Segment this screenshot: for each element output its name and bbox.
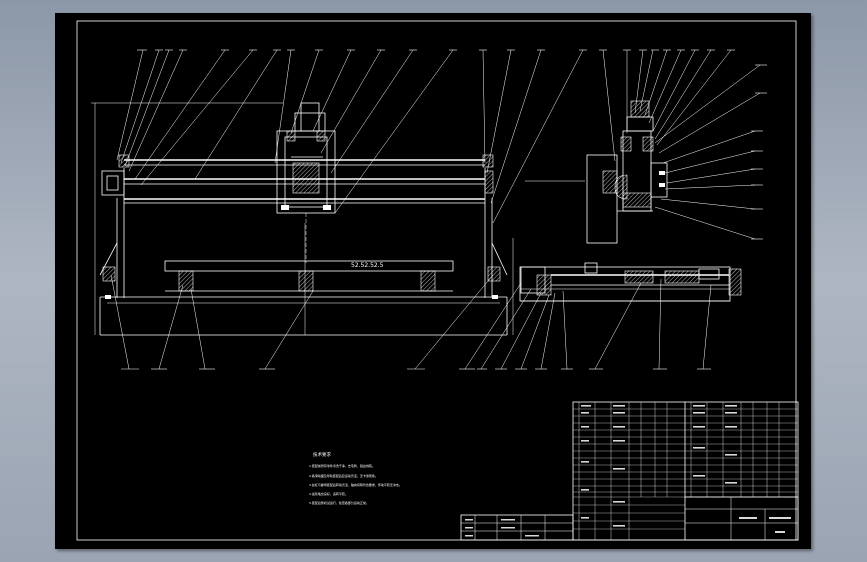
parts-list-table: [572, 401, 799, 541]
tech-req-line-1: 1.装配前所有零件清洗干净，去毛刺、锐边倒钝。: [309, 463, 375, 468]
dimension-label: 52.52.52.5: [351, 262, 384, 269]
bottom-view: [519, 262, 742, 302]
leader-lines-side-right: [654, 64, 767, 240]
tech-req-line-5: 5.装配后整机试运行，检查各部分运动正常。: [309, 500, 369, 505]
tech-req-line-2: 2.各滑动面及导轨装配后应运动灵活，无卡滞现象。: [309, 473, 378, 478]
leader-lines-side-top: [599, 49, 735, 162]
leader-lines-top: [116, 49, 587, 224]
assembly-drawing: 52.52.52.5: [76, 20, 799, 541]
tech-req-title: 技术要求: [313, 451, 331, 458]
technical-requirements: 技术要求 1.装配前所有零件清洗干净，去毛刺、锐边倒钝。 2.各滑动面及导轨装配…: [309, 451, 402, 505]
leader-lines-bottom: [110, 274, 712, 370]
tech-req-line-3: 3.丝杠与螺母装配后转动灵活，轴向间隙符合要求，传动平稳无冲击。: [309, 482, 402, 487]
title-block: [460, 496, 799, 541]
front-view: 52.52.52.5: [91, 102, 514, 336]
drawing-sheet: 52.52.52.5: [55, 13, 811, 549]
tech-req-line-4: 4.齿轮啮合良好，运转平稳。: [309, 491, 348, 496]
side-view: [525, 100, 668, 244]
outer-frame: [76, 20, 797, 541]
